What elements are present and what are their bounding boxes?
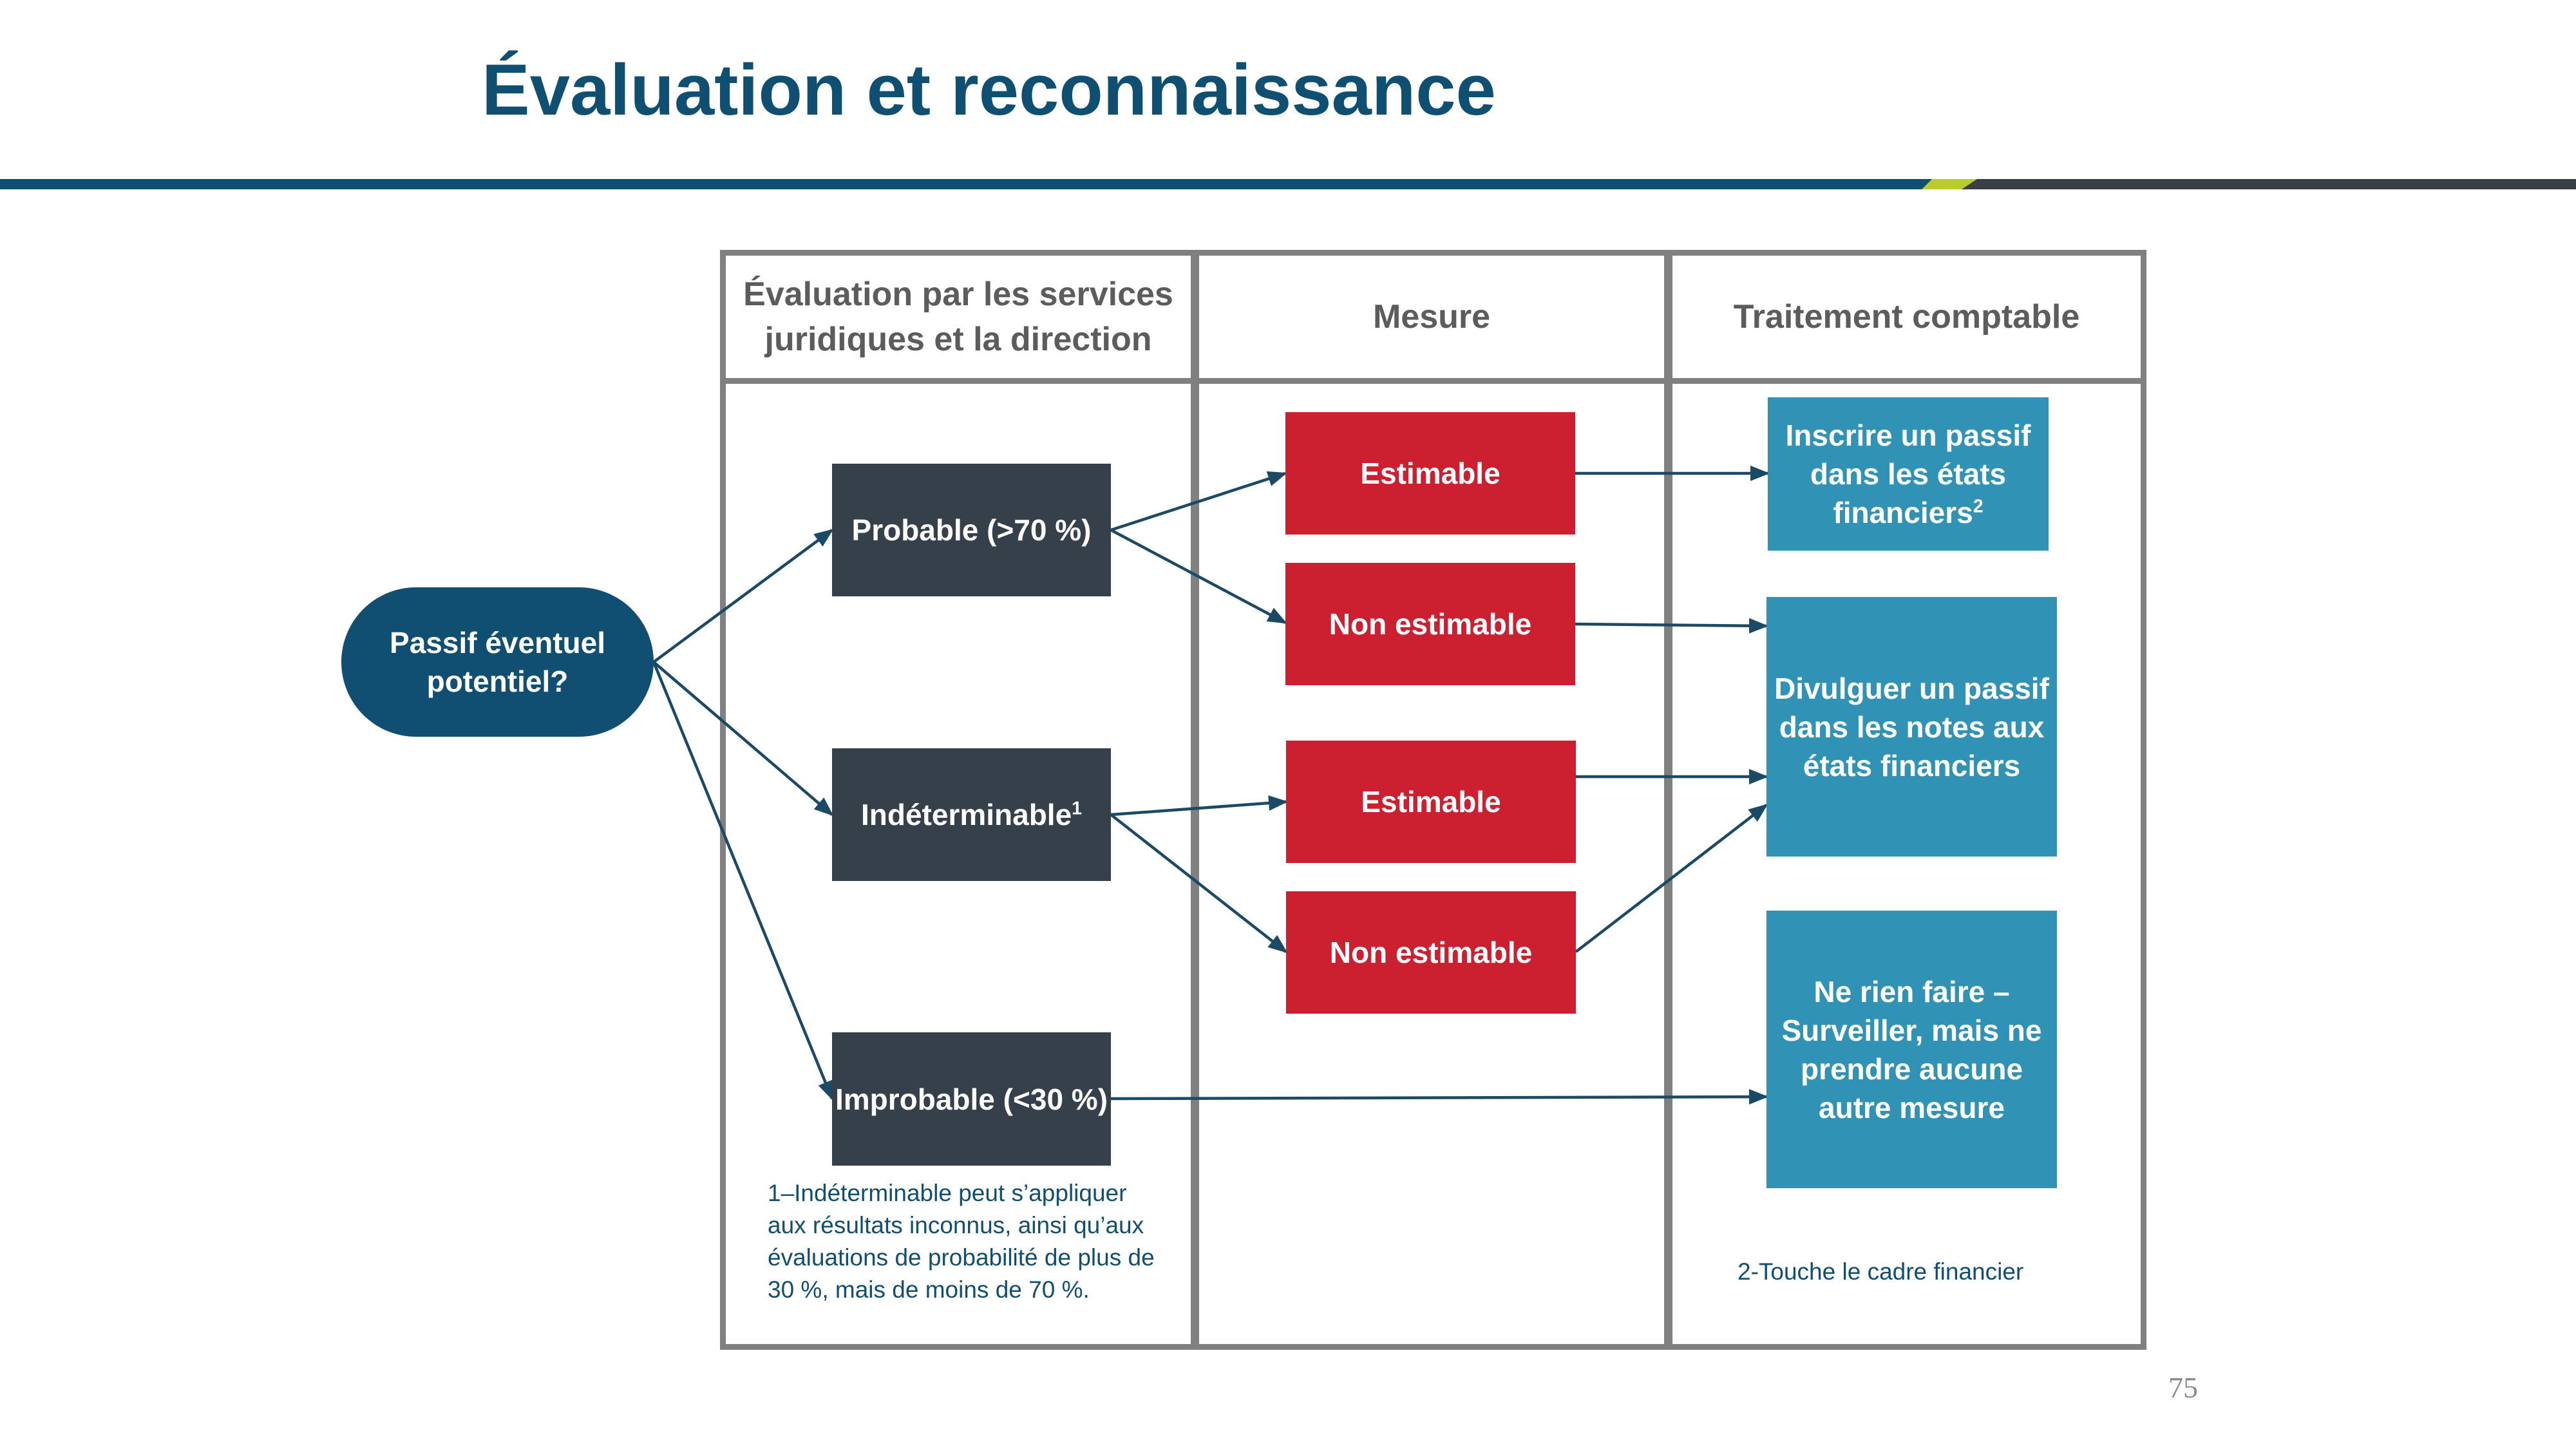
arrow-indeterminable-to-non-estimable — [1110, 813, 1288, 953]
arrow-start-to-improbable — [652, 661, 834, 1101]
arrow-probable-to-estimable — [1110, 471, 1287, 532]
node-probable-label: Probable (>70 %) — [851, 513, 1092, 547]
footnote-marker-2: 2 — [1973, 496, 1984, 517]
node-passif-eventuel-label: Passif éventuel potentiel? — [390, 626, 605, 698]
title-rule — [0, 179, 2576, 189]
footnote-marker-1: 1 — [1072, 798, 1083, 819]
node-probable: Probable (>70 %) — [832, 464, 1111, 596]
node-indeterminable: Indéterminable1 — [832, 748, 1111, 881]
footnote-2: 2-Touche le cadre financier — [1738, 1258, 2024, 1285]
node-inscrire-passif: Inscrire un passif dans les états financ… — [1768, 397, 2049, 551]
node-estimable-1-label: Estimable — [1360, 457, 1501, 490]
node-non-estimable-2-label: Non estimable — [1329, 936, 1533, 969]
node-improbable: Improbable (<30 %) — [832, 1032, 1111, 1166]
node-non-estimable-2: Non estimable — [1286, 891, 1576, 1014]
node-inscrire-passif-label: Inscrire un passif dans les états financ… — [1774, 416, 2042, 532]
arrow-indeterminable-to-estimable — [1110, 795, 1288, 817]
node-divulguer-passif-label: Divulguer un passif dans les notes aux é… — [1774, 671, 2049, 782]
slide-title: Évaluation et reconnaissance — [482, 50, 1496, 130]
node-improbable-label: Improbable (<30 %) — [835, 1082, 1108, 1116]
node-inscrire-passif-text: Inscrire un passif dans les états financ… — [1785, 419, 2031, 529]
arrow-start-to-indeterminable — [652, 661, 834, 816]
column-header-measurement: Mesure — [1199, 256, 1664, 384]
node-estimable-2-label: Estimable — [1361, 785, 1501, 819]
node-ne-rien-faire-label: Ne rien faire – Surveiller, mais ne pren… — [1781, 974, 2042, 1124]
page-number: 75 — [2168, 1371, 2198, 1404]
column-header-accounting-treatment: Traitement comptable — [1672, 256, 2141, 384]
node-passif-eventuel: Passif éventuel potentiel? — [341, 587, 654, 737]
node-ne-rien-faire: Ne rien faire – Surveiller, mais ne pren… — [1766, 911, 2057, 1188]
column-accounting-treatment: Traitement comptable — [1667, 250, 2146, 1350]
node-non-estimable-1-label: Non estimable — [1329, 607, 1532, 641]
footnote-1: 1–Indéterminable peut s’appliquer aux ré… — [768, 1180, 1155, 1303]
node-non-estimable-1: Non estimable — [1285, 563, 1575, 685]
arrow-improbable-to-ne-rien-faire — [1110, 1089, 1768, 1105]
column-header-assessment: Évaluation par les services juridiques e… — [726, 256, 1191, 384]
node-estimable-2: Estimable — [1286, 741, 1576, 863]
arrow-non-estimable-to-divulguer — [1575, 618, 1768, 634]
node-indeterminable-label: Indéterminable1 — [861, 797, 1082, 832]
node-estimable-1: Estimable — [1285, 412, 1575, 535]
arrow-probable-to-non-estimable — [1110, 529, 1287, 624]
arrow-start-to-probable — [652, 529, 834, 663]
node-indeterminable-text: Indéterminable — [860, 798, 1072, 831]
arrow-non-estimable2-to-divulguer — [1575, 804, 1768, 953]
node-divulguer-passif: Divulguer un passif dans les notes aux é… — [1766, 597, 2057, 857]
